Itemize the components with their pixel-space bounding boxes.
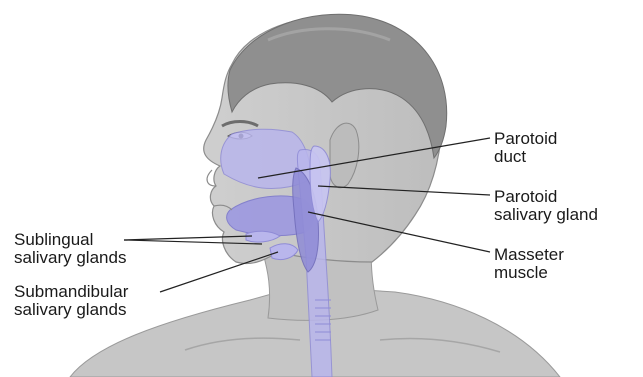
label-sublingual: Sublingual salivary glands	[14, 231, 126, 267]
label-parotoid-duct: Parotoid duct	[494, 130, 557, 166]
leader-submandibular	[160, 252, 278, 292]
label-parotoid-gland: Parotoid salivary gland	[494, 188, 598, 224]
label-masseter: Masseter muscle	[494, 246, 564, 282]
label-submandibular: Submandibular salivary glands	[14, 283, 128, 319]
